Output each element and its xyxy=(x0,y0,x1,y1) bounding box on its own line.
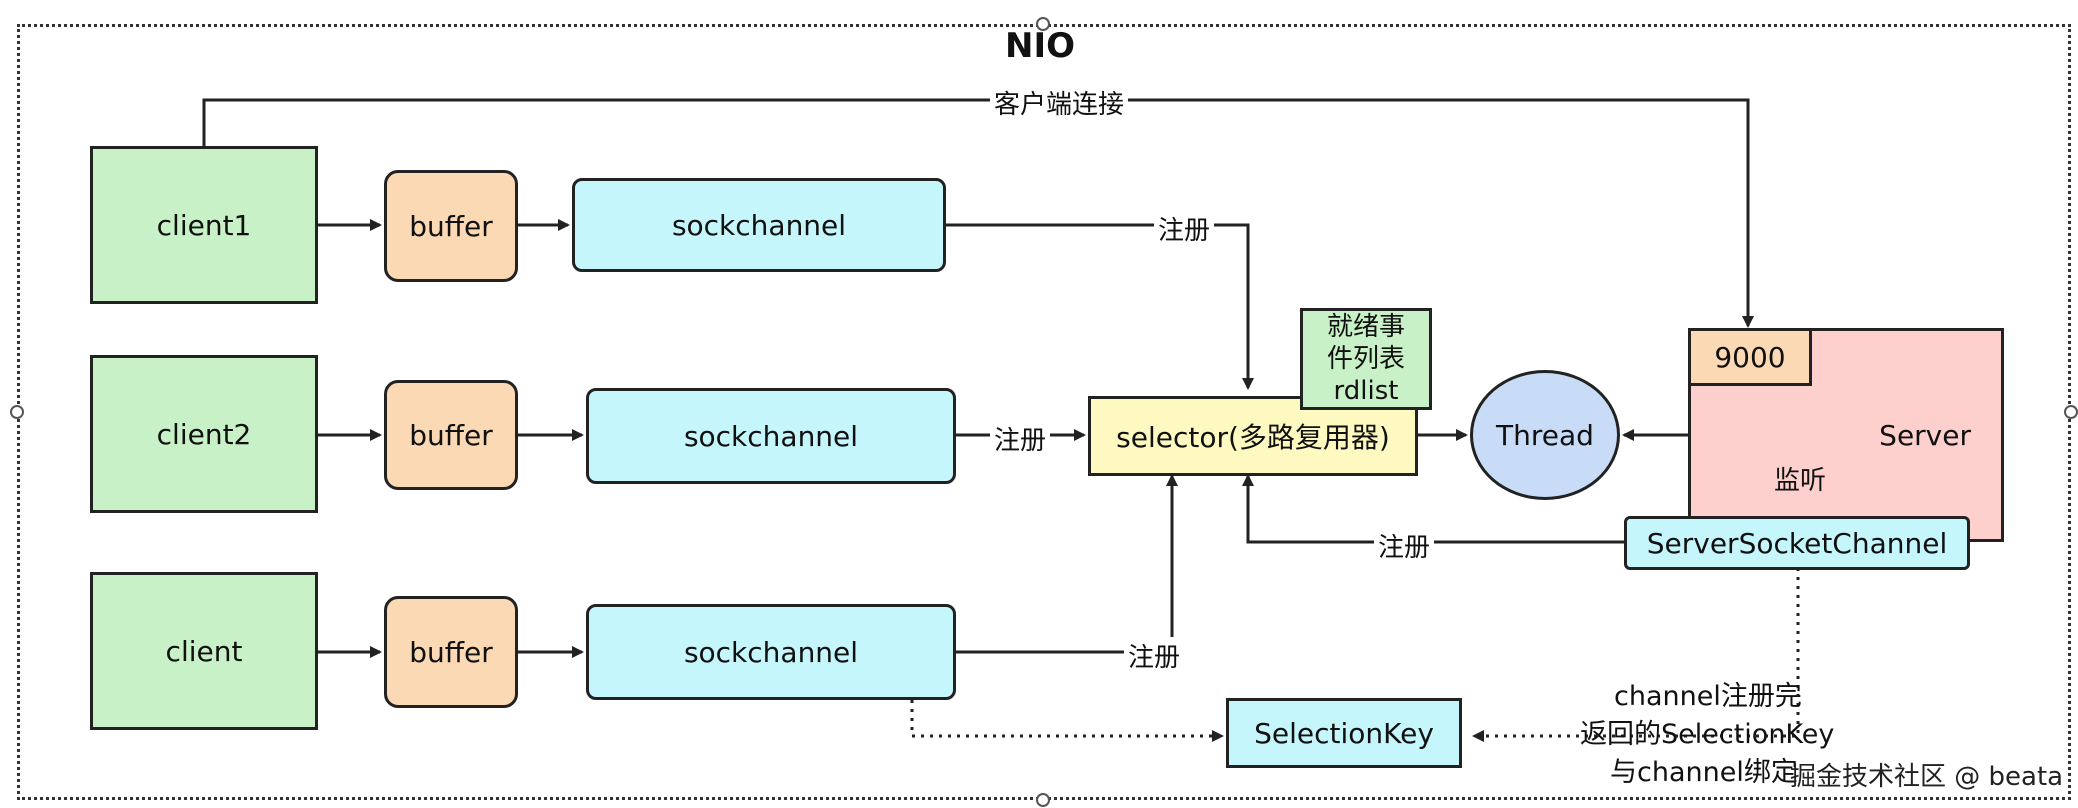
buffer3-box[interactable]: buffer xyxy=(384,596,518,708)
diagram-title: NIO xyxy=(1004,26,1075,66)
sockchannel2-box[interactable]: sockchannel xyxy=(586,388,956,484)
thread-label: Thread xyxy=(1496,418,1594,452)
register-label-1: 注册 xyxy=(1154,210,1215,247)
note-line-3: 与channel绑定 xyxy=(1610,757,1798,788)
sockchannel1-box[interactable]: sockchannel xyxy=(572,178,946,272)
resize-handle-right[interactable] xyxy=(2064,405,2078,419)
ready-list-line-3: rdlist xyxy=(1333,376,1399,406)
selection-key-label: SelectionKey xyxy=(1254,716,1434,750)
note-line-2: 返回的SelectionKey xyxy=(1580,719,1835,750)
thread-node[interactable]: Thread xyxy=(1470,370,1620,500)
ready-list-box[interactable]: 就绪事 件列表 rdlist xyxy=(1300,308,1432,410)
selection-key-box[interactable]: SelectionKey xyxy=(1226,698,1462,768)
server-label: Server xyxy=(1879,418,1971,452)
client2-box[interactable]: client2 xyxy=(90,355,318,513)
client-connect-label: 客户端连接 xyxy=(990,84,1129,121)
buffer2-label: buffer xyxy=(409,418,493,452)
server-socket-channel-box[interactable]: ServerSocketChannel xyxy=(1624,516,1970,570)
port-label: 9000 xyxy=(1714,340,1786,374)
register-label-2: 注册 xyxy=(990,420,1051,457)
listen-label: 监听 xyxy=(1770,460,1831,497)
port-box[interactable]: 9000 xyxy=(1688,328,1812,386)
buffer3-label: buffer xyxy=(409,635,493,669)
register-label-3: 注册 xyxy=(1124,637,1185,674)
server-socket-channel-label: ServerSocketChannel xyxy=(1646,526,1948,560)
sockchannel2-label: sockchannel xyxy=(683,419,859,453)
client3-box[interactable]: client xyxy=(90,572,318,730)
client3-label: client xyxy=(165,634,243,668)
register-label-server: 注册 xyxy=(1374,527,1435,564)
note-line-1: channel注册完 xyxy=(1614,681,1802,712)
watermark: 掘金技术社区 @ beata xyxy=(1790,762,2064,792)
resize-handle-left[interactable] xyxy=(10,405,24,419)
ready-list-line-1: 就绪事 xyxy=(1326,312,1405,342)
sockchannel3-label: sockchannel xyxy=(683,635,859,669)
selector-label: selector(多路复用器) xyxy=(1116,421,1390,454)
selection-key-note: channel注册完 返回的SelectionKey 与channel绑定 xyxy=(1580,678,1834,792)
ready-list-line-2: 件列表 xyxy=(1326,344,1405,374)
buffer2-box[interactable]: buffer xyxy=(384,380,518,490)
client1-label: client1 xyxy=(156,208,252,242)
resize-handle-top[interactable] xyxy=(1036,17,1050,31)
sockchannel1-label: sockchannel xyxy=(671,208,847,242)
sockchannel3-box[interactable]: sockchannel xyxy=(586,604,956,700)
resize-handle-bottom[interactable] xyxy=(1036,793,1050,807)
client1-box[interactable]: client1 xyxy=(90,146,318,304)
buffer1-label: buffer xyxy=(409,209,493,243)
client2-label: client2 xyxy=(156,417,252,451)
buffer1-box[interactable]: buffer xyxy=(384,170,518,282)
